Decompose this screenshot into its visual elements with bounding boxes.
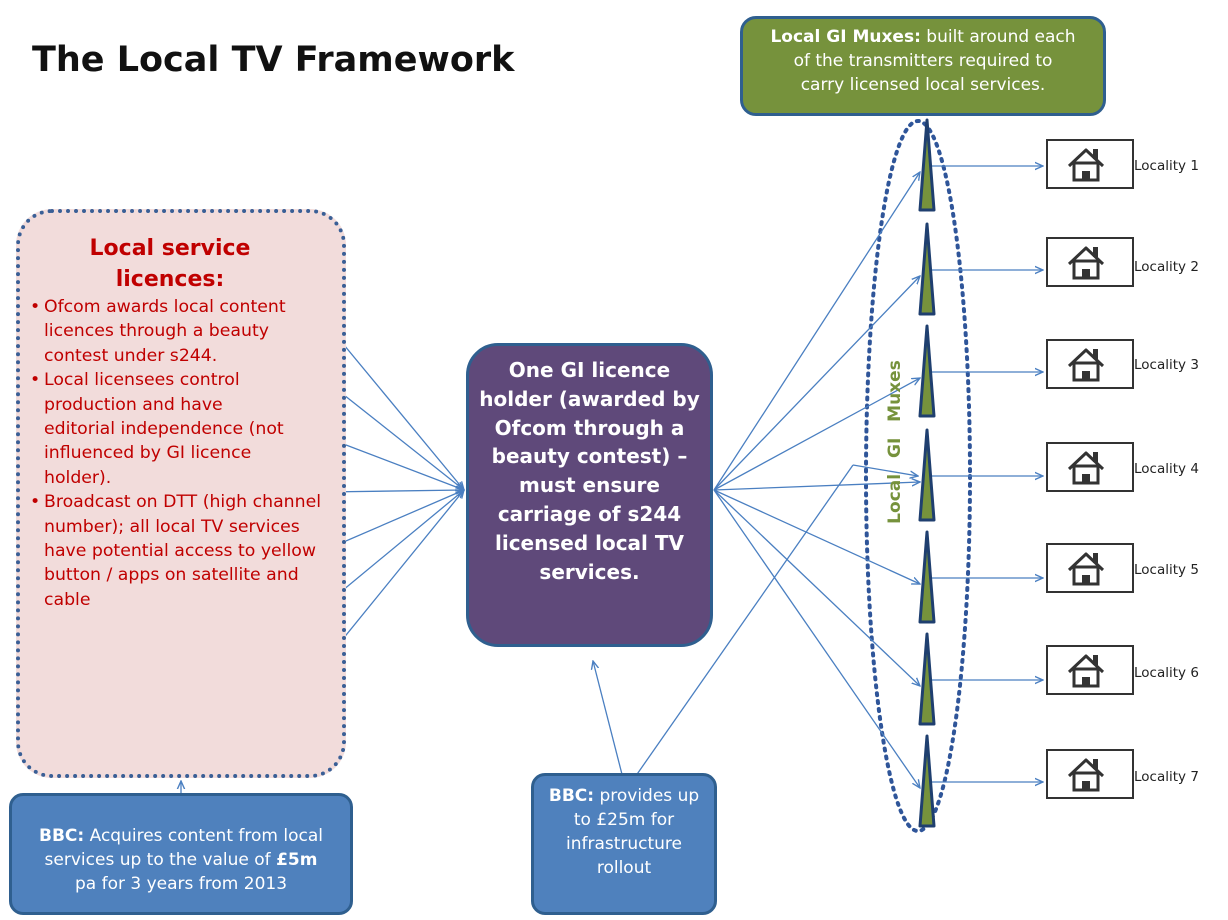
transmitter-tower-icon-2 bbox=[918, 222, 936, 316]
locality-label-7: Locality 7 bbox=[1134, 769, 1199, 785]
transmitter-tower-icon-3 bbox=[918, 324, 936, 418]
mux-group-label: Local GI Muxes bbox=[885, 360, 905, 524]
bbc-content-line2: services up to the value of bbox=[44, 850, 277, 870]
locality-label-2: Locality 2 bbox=[1134, 259, 1199, 275]
locality-houses bbox=[1046, 139, 1134, 799]
gi-licence-holder-box: One GI licence holder (awarded by Ofcom … bbox=[466, 343, 713, 647]
bbc-content-line3: pa for 3 years from 2013 bbox=[74, 874, 288, 894]
gi-to-tower-line-6 bbox=[713, 489, 920, 686]
bbc-to-towers-line bbox=[625, 464, 854, 791]
gi-muxes-line1: built around each bbox=[920, 27, 1076, 47]
bbc-content-label: BBC: bbox=[39, 826, 85, 846]
locality-label-5: Locality 5 bbox=[1134, 562, 1199, 578]
gi-muxes-line2: of the transmitters required to bbox=[793, 51, 1053, 71]
dot-to-gi-line-1 bbox=[324, 321, 464, 490]
dot-to-gi-line-5 bbox=[324, 490, 464, 551]
bbc-infra-line2: to £25m for bbox=[573, 810, 675, 830]
bbc-to-tower-4-line bbox=[852, 464, 918, 476]
gi-to-tower-line-1 bbox=[713, 172, 920, 491]
bbc-infrastructure-box: BBC: provides up to £25m for infrastruct… bbox=[531, 773, 717, 915]
locality-label-6: Locality 6 bbox=[1134, 665, 1199, 681]
bbc-content-amount: £5m bbox=[276, 850, 318, 870]
locality-label-3: Locality 3 bbox=[1134, 357, 1199, 373]
bbc-infra-line4: rollout bbox=[596, 858, 652, 878]
bbc-content-box: BBC: Acquires content from local service… bbox=[9, 793, 353, 915]
bbc-infra-label: BBC: bbox=[548, 786, 595, 806]
transmitter-tower-icon-1 bbox=[918, 118, 936, 212]
licence-bullet-2: Local licensees control production and h… bbox=[30, 368, 294, 490]
house-icon-6 bbox=[1046, 645, 1134, 695]
dot-to-gi-line-3 bbox=[324, 436, 464, 490]
page-title: The Local TV Framework bbox=[32, 40, 515, 80]
house-icon-2 bbox=[1046, 237, 1134, 287]
local-service-licences-box: Local service licences: Ofcom awards loc… bbox=[16, 209, 346, 778]
gi-muxes-label: Local GI Muxes: bbox=[770, 27, 921, 47]
transmitter-tower-icon-7 bbox=[918, 734, 936, 828]
gi-muxes-box: Local GI Muxes: built around each of the… bbox=[740, 16, 1106, 116]
gi-to-tower-line-7 bbox=[713, 489, 920, 788]
bbc-content-line1: Acquires content from local bbox=[84, 826, 323, 846]
house-icon-3 bbox=[1046, 339, 1134, 389]
dot-to-gi-line-4 bbox=[324, 490, 464, 492]
bbc-infra-line3: infrastructure bbox=[565, 834, 683, 854]
house-icon-1 bbox=[1046, 139, 1134, 189]
licence-bullet-1: Ofcom awards local content licences thro… bbox=[30, 295, 294, 368]
transmitter-tower-icon-6 bbox=[918, 632, 936, 726]
licences-heading-line2: licences: bbox=[115, 267, 225, 292]
house-icon-4 bbox=[1046, 442, 1134, 492]
transmitter-towers bbox=[918, 118, 936, 828]
bbc-infra-line1: provides up bbox=[594, 786, 700, 806]
house-icon-5 bbox=[1046, 543, 1134, 593]
bbc-to-gi-line bbox=[593, 661, 627, 791]
dot-to-gi-line-7 bbox=[324, 490, 464, 662]
dot-to-gi-line-6 bbox=[324, 490, 464, 606]
transmitter-tower-icon-4 bbox=[918, 428, 936, 522]
dot-to-gi-line-2 bbox=[324, 379, 464, 490]
locality-label-4: Locality 4 bbox=[1134, 461, 1199, 477]
house-icon-7 bbox=[1046, 749, 1134, 799]
gi-to-tower-line-2 bbox=[713, 276, 920, 491]
gi-to-tower-line-5 bbox=[713, 489, 920, 584]
gi-muxes-line3: carry licensed local services. bbox=[800, 75, 1046, 95]
licences-heading-line1: Local service bbox=[89, 236, 251, 261]
transmitter-tower-icon-5 bbox=[918, 530, 936, 624]
connector-lines bbox=[181, 166, 1043, 795]
licence-bullet-3: Broadcast on DTT (high channel number); … bbox=[30, 490, 344, 612]
gi-to-tower-line-3 bbox=[713, 378, 920, 491]
locality-label-1: Locality 1 bbox=[1134, 158, 1199, 174]
licences-heading: Local service licences: bbox=[30, 233, 310, 295]
gi-to-tower-line-4 bbox=[713, 482, 920, 491]
